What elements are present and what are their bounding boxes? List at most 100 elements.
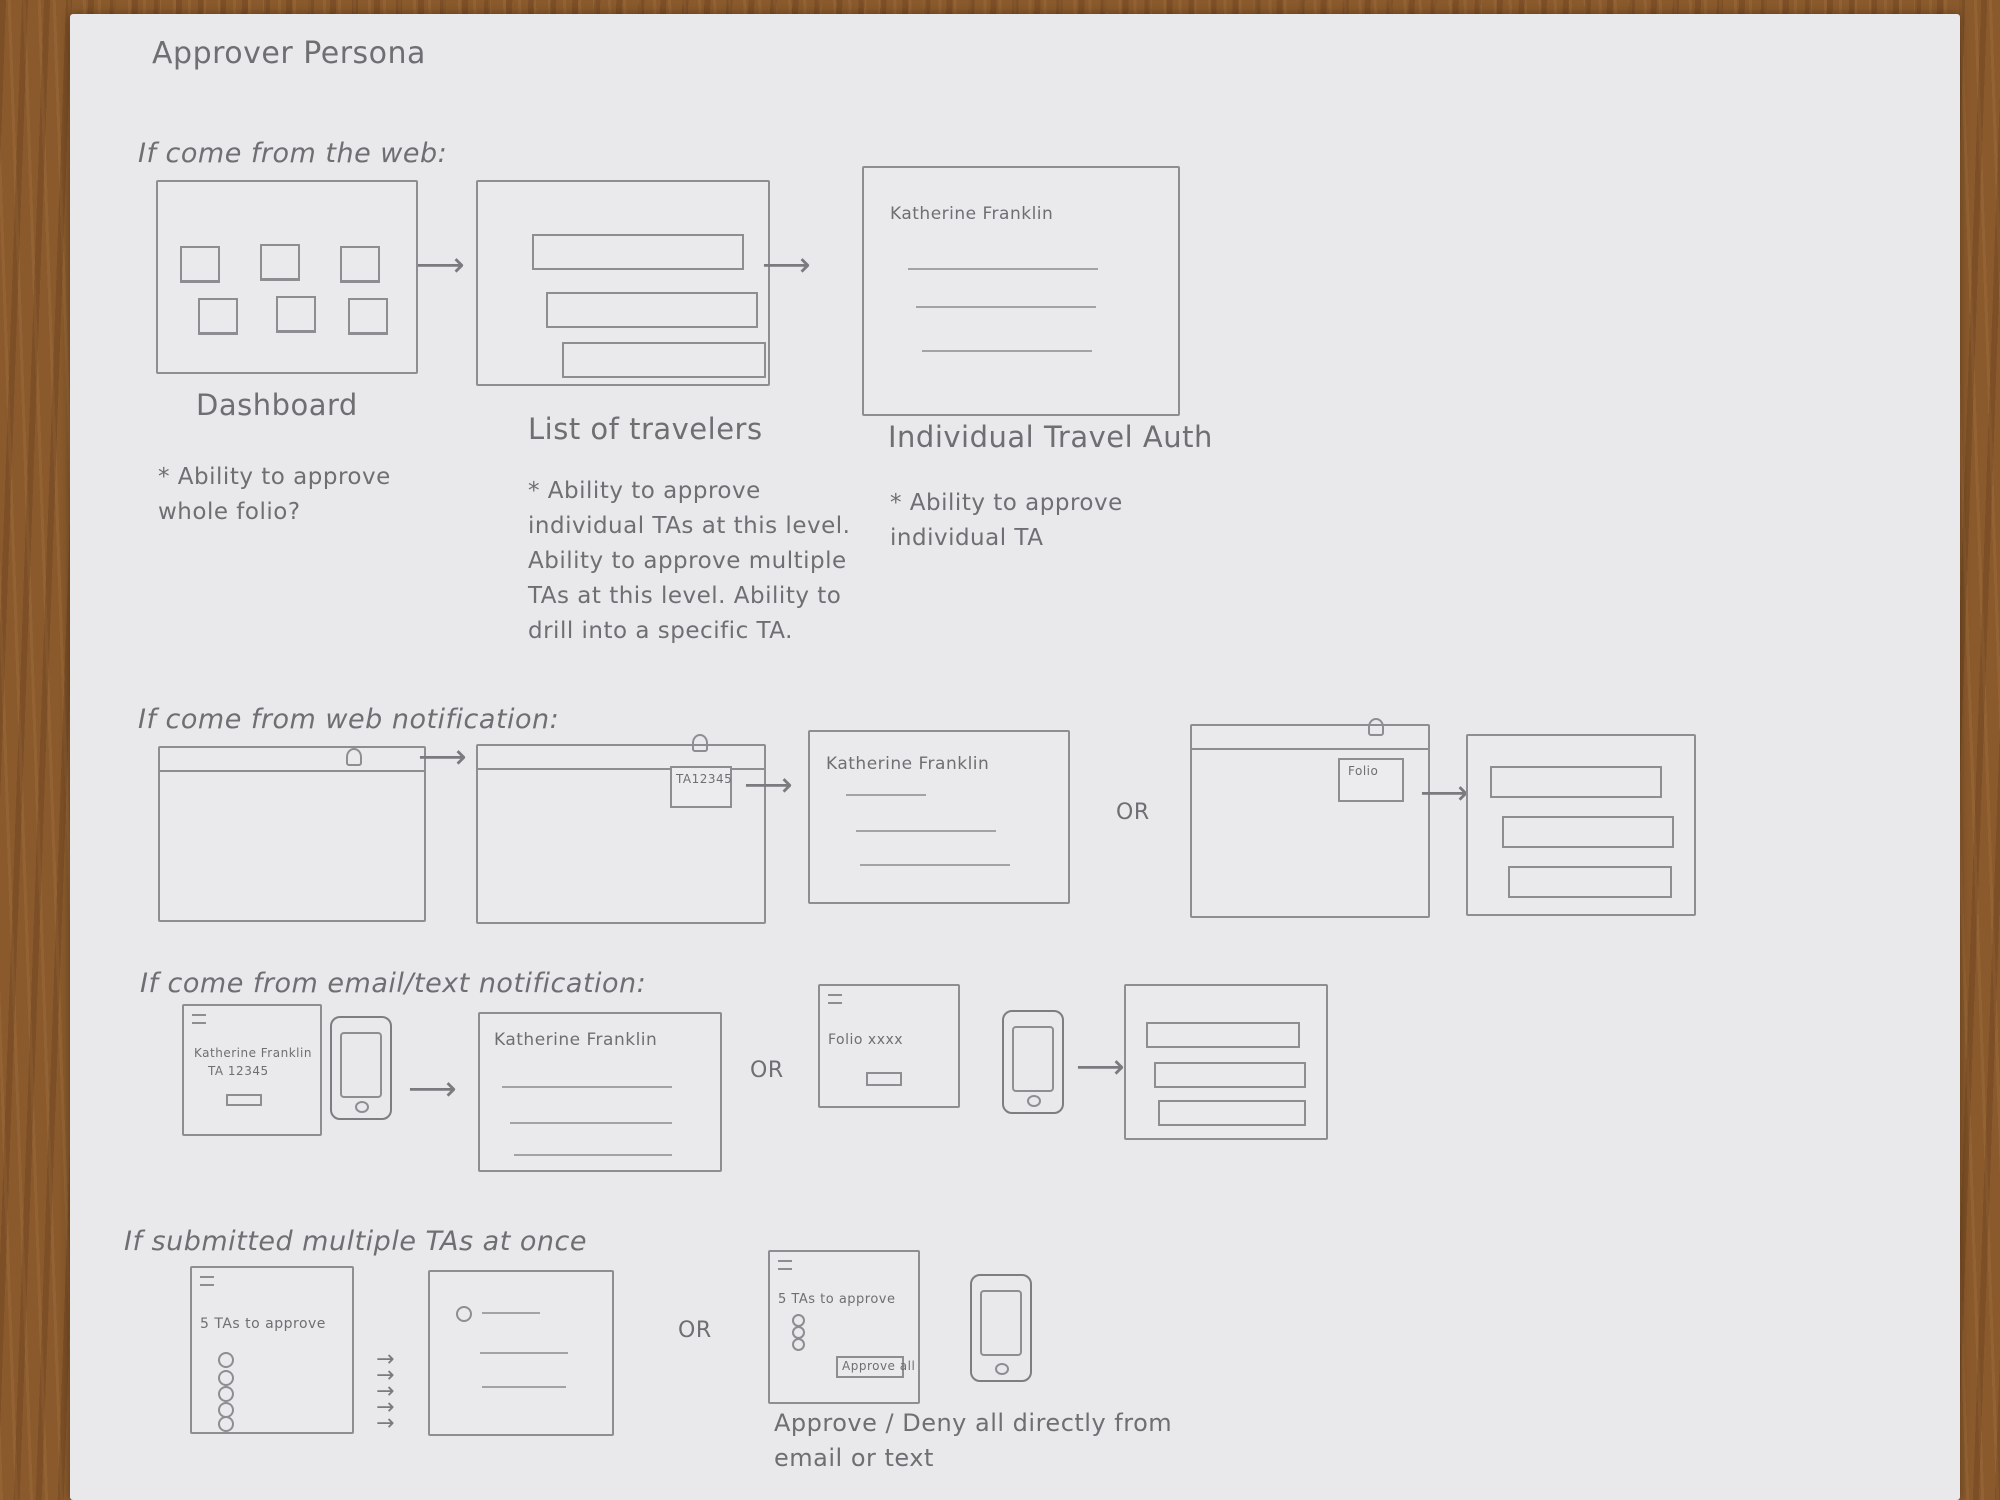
section-heading-web-notification: If come from web notification:: [138, 704, 560, 735]
section-heading-multiple: If submitted multiple TAs at once: [124, 1226, 587, 1257]
bell-icon: [1368, 718, 1384, 736]
traveler-row: [1490, 766, 1662, 798]
email-traveler-name: Katherine Franklin: [194, 1046, 312, 1060]
section-heading-web: If come from the web:: [138, 138, 448, 169]
flow-arrow-icon: ⟶: [416, 245, 465, 285]
individual-ta-wireframe-small: Katherine Franklin: [808, 730, 1070, 904]
detail-line: [480, 1352, 568, 1354]
ta-select-radio[interactable]: [792, 1338, 805, 1351]
menu-icon: [778, 1260, 792, 1270]
detail-line: [846, 794, 926, 796]
detail-line: [514, 1154, 672, 1156]
phone-icon: [1002, 1010, 1064, 1114]
folio-badge: Folio: [1348, 764, 1379, 778]
footer-note: Approve / Deny all directly from email o…: [774, 1409, 1173, 1472]
folio-email-wireframe: Folio xxxx: [818, 984, 960, 1108]
detail-line: [860, 864, 1010, 866]
folio-tile-icon: [180, 246, 220, 283]
folio-tile-icon: [260, 244, 300, 281]
individual-ta-wireframe-email: Katherine Franklin: [478, 1012, 722, 1172]
multi-email-wireframe: 5 TAs to approve: [190, 1266, 354, 1434]
flow-arrow-icon: ⟶: [744, 765, 793, 805]
folio-notification-wireframe: Folio: [1190, 718, 1430, 918]
tas-to-approve-text: 5 TAs to approve: [778, 1292, 896, 1307]
detail-line: [856, 830, 996, 832]
page-title: Approver Persona: [152, 36, 426, 71]
top-bar: [160, 770, 424, 772]
section-heading-email-text: If come from email/text notification:: [140, 968, 647, 999]
avatar-icon: [456, 1306, 472, 1322]
folio-tile-icon: [198, 298, 238, 335]
detail-line: [482, 1312, 540, 1314]
detail-line: [510, 1122, 672, 1124]
menu-icon: [192, 1014, 206, 1024]
dashboard-label: Dashboard: [196, 388, 358, 422]
detail-line: [908, 268, 1098, 270]
email-wireframe: Katherine Franklin TA 12345: [182, 1004, 322, 1136]
approve-all-label: Approve all: [842, 1359, 916, 1373]
folio-tile-icon: [348, 298, 388, 335]
traveler-list-wireframe: [476, 180, 770, 386]
list-label: List of travelers: [528, 412, 763, 446]
traveler-row: [1502, 816, 1674, 848]
traveler-list-wireframe-email: [1124, 984, 1328, 1140]
dashboard-note: * Ability to approve whole folio?: [158, 464, 391, 525]
sketch-paper: [70, 14, 1960, 1500]
top-bar: [1192, 748, 1428, 750]
individual-ta-wireframe-multi: [428, 1270, 614, 1436]
menu-icon: [828, 994, 842, 1004]
flow-arrow-icon: ⟶: [408, 1069, 457, 1109]
bell-icon: [346, 748, 362, 766]
flow-arrow-icon: ⟶: [762, 245, 811, 285]
traveler-list-wireframe-small: [1466, 734, 1696, 916]
traveler-row: [1158, 1100, 1306, 1126]
or-label: OR: [1116, 800, 1150, 825]
detail-line: [922, 350, 1092, 352]
bulk-email-wireframe: 5 TAs to approve Approve all: [768, 1250, 920, 1404]
menu-icon: [200, 1276, 214, 1286]
ta-select-radio[interactable]: [218, 1352, 234, 1368]
approve-button[interactable]: [866, 1072, 902, 1086]
traveler-row: [532, 234, 744, 270]
flow-arrow-icon: ⟶: [418, 737, 467, 777]
individual-label: Individual Travel Auth: [888, 420, 1213, 454]
notification-card[interactable]: TA12345: [670, 766, 732, 808]
email-ta-number: TA 12345: [208, 1064, 269, 1078]
ta-select-radio[interactable]: [218, 1386, 234, 1402]
approve-button[interactable]: [226, 1094, 262, 1106]
detail-line: [916, 306, 1096, 308]
notification-card[interactable]: Folio: [1338, 758, 1404, 802]
web-page-wireframe: [158, 746, 426, 922]
ta-select-radio[interactable]: [218, 1370, 234, 1386]
individual-ta-wireframe: Katherine Franklin: [862, 166, 1180, 416]
flow-arrow-icon: ⟶: [1420, 773, 1469, 813]
multi-arrow-icon: →→→→→: [376, 1347, 395, 1436]
bell-icon: [692, 734, 708, 752]
or-label: OR: [678, 1318, 712, 1343]
notification-popup-wireframe: TA12345: [476, 734, 766, 924]
flow-arrow-icon: ⟶: [1076, 1047, 1125, 1087]
traveler-name: Katherine Franklin: [890, 204, 1054, 224]
detail-line: [482, 1386, 566, 1388]
tas-to-approve-text: 5 TAs to approve: [200, 1316, 326, 1332]
ta-badge: TA12345: [676, 772, 733, 786]
traveler-row: [546, 292, 758, 328]
folio-tile-icon: [276, 296, 316, 333]
individual-note: * Ability to approve individual TA: [890, 490, 1123, 551]
traveler-row: [562, 342, 766, 378]
approve-all-button[interactable]: Approve all: [836, 1356, 915, 1378]
or-label: OR: [750, 1058, 784, 1083]
phone-icon: [330, 1016, 392, 1120]
top-bar: [478, 768, 764, 770]
traveler-name: Katherine Franklin: [826, 754, 990, 774]
detail-line: [502, 1086, 672, 1088]
phone-icon: [970, 1274, 1032, 1382]
list-note: * Ability to approve individual TAs at t…: [528, 478, 851, 644]
traveler-row: [1154, 1062, 1306, 1088]
ta-select-radio[interactable]: [218, 1416, 234, 1432]
traveler-row: [1508, 866, 1672, 898]
folio-email-text: Folio xxxx: [828, 1032, 904, 1048]
traveler-name: Katherine Franklin: [494, 1030, 658, 1050]
traveler-row: [1146, 1022, 1300, 1048]
folio-tile-icon: [340, 246, 380, 283]
